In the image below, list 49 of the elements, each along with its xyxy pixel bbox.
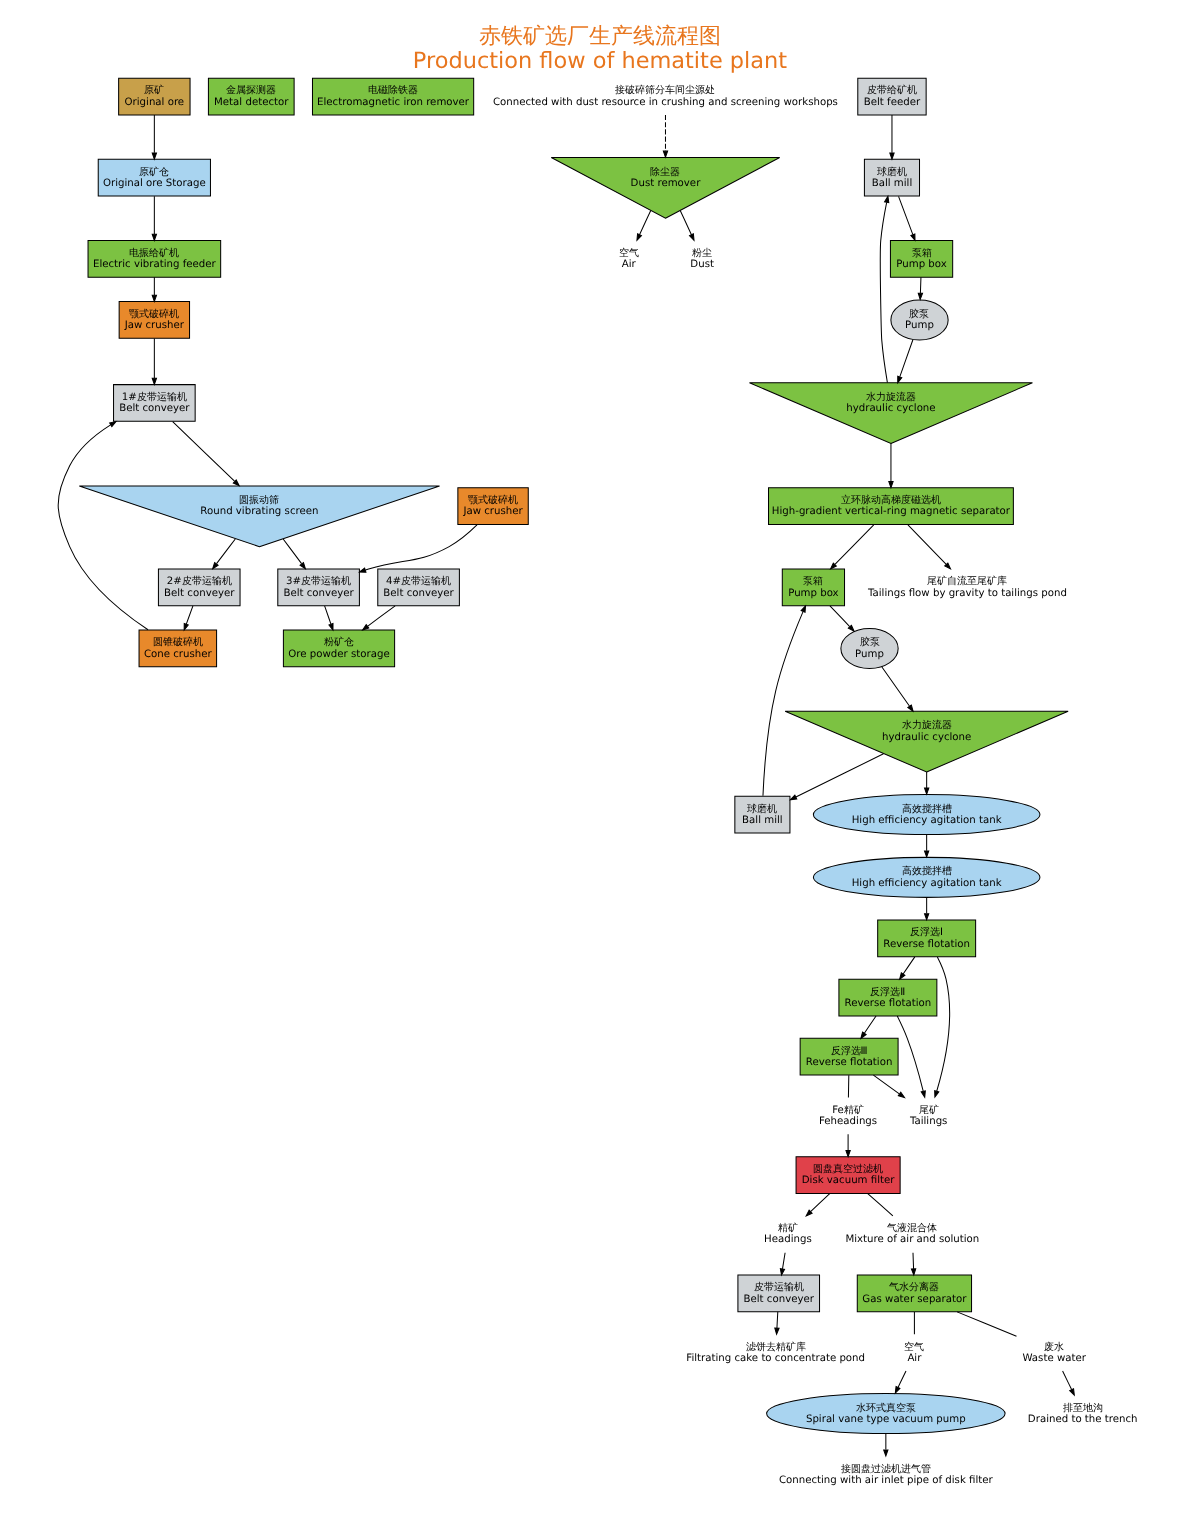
arrow: [151, 338, 158, 386]
arrow: [896, 1015, 926, 1099]
arrow: [151, 195, 158, 242]
arrow: [934, 956, 950, 1099]
arrow: [923, 834, 930, 859]
connector: [847, 1074, 850, 1099]
arrow: [897, 339, 914, 385]
arrow: [879, 194, 890, 384]
arrow: [829, 605, 856, 633]
arrow: [923, 897, 930, 922]
arrow: [923, 771, 930, 796]
arrow: [872, 1074, 906, 1099]
arrow: [282, 538, 307, 571]
connector: [867, 1193, 894, 1217]
arrow: [898, 956, 916, 981]
arrow: [1062, 1370, 1075, 1397]
arrow: [779, 1252, 786, 1277]
diagram-title: 赤铁矿选厂生产线流程图: [479, 23, 721, 50]
arrow: [883, 1433, 889, 1458]
arrow: [829, 524, 875, 570]
arrow: [889, 114, 895, 161]
arrow: [183, 605, 194, 632]
arrow: [361, 605, 396, 631]
arrow: [774, 1311, 780, 1336]
arrow: [151, 276, 158, 303]
arrow: [860, 1015, 877, 1040]
arrow: [888, 442, 894, 490]
arrow: [151, 114, 158, 161]
arrow: [172, 421, 241, 487]
arrow: [211, 538, 236, 571]
arrow: [898, 195, 916, 242]
arrow: [636, 210, 652, 242]
arrow: [881, 666, 914, 713]
connector: [913, 1311, 915, 1335]
arrow: [57, 420, 149, 631]
arrow: [358, 524, 478, 573]
arrow: [679, 210, 695, 242]
arrow: [845, 1133, 851, 1159]
arrow: [907, 524, 952, 570]
arrow: [662, 114, 669, 159]
arrow: [324, 605, 334, 632]
arrow: [762, 604, 807, 797]
arrow: [910, 1252, 917, 1277]
caption: Production flow of hematite plant: [412, 47, 788, 74]
arrow: [788, 753, 884, 801]
connector: [956, 1311, 1017, 1337]
arrow: [894, 1370, 907, 1395]
arrow: [805, 1193, 831, 1217]
arrow: [917, 276, 924, 301]
